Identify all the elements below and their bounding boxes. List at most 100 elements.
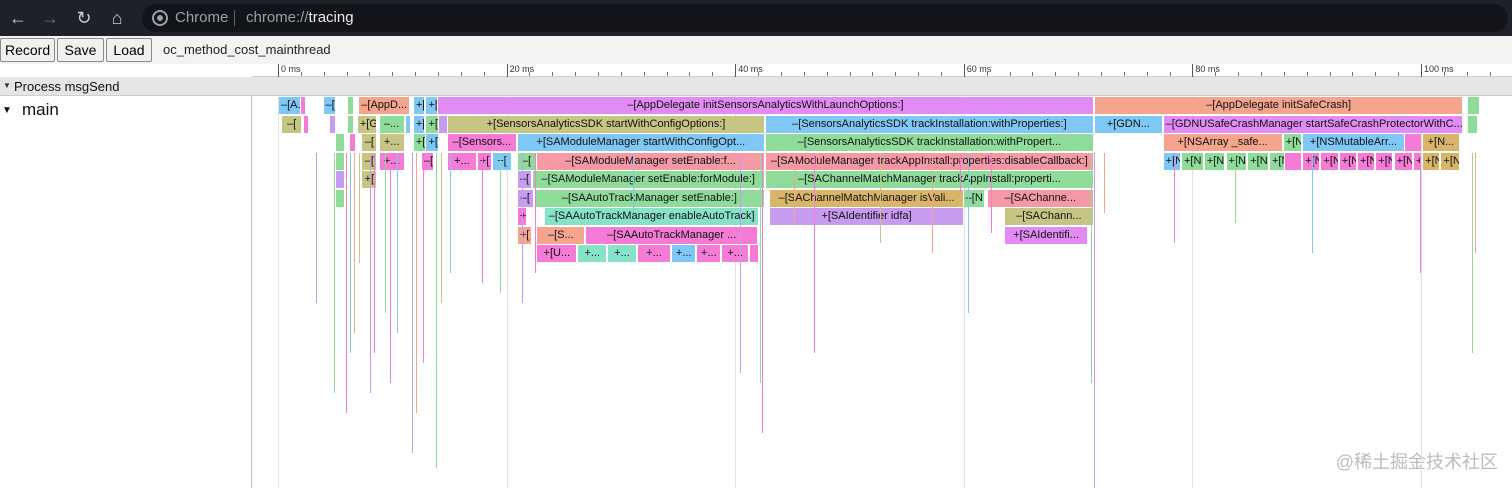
trace-slice[interactable]: –[A... <box>279 97 300 114</box>
trace-slice[interactable]: +[NSMutableArr... <box>1303 134 1404 151</box>
home-icon[interactable]: ⌂ <box>111 8 123 28</box>
trace-slice[interactable]: –[AppDelegate initSensorsAnalyticsWithLa… <box>437 97 1093 114</box>
trace-slice[interactable]: –[SAChannelMatchManager isVali... <box>770 189 963 207</box>
trace-slice[interactable]: –[ <box>282 115 301 133</box>
deep-stack-slice[interactable] <box>1173 152 1175 243</box>
trace-slice[interactable] <box>439 115 448 133</box>
deep-stack-slice[interactable] <box>880 152 882 243</box>
trace-slice[interactable]: –[S... <box>537 226 585 244</box>
trace-slice[interactable]: –[SAAutoTrackManager setEnable:] <box>535 189 764 207</box>
deep-stack-slice[interactable] <box>482 152 484 283</box>
trace-slice[interactable]: +[ <box>517 226 531 244</box>
expand-triangle-icon[interactable]: ▼ <box>2 105 12 116</box>
deep-stack-slice[interactable] <box>762 152 764 433</box>
trace-slice[interactable]: –[ <box>517 189 533 207</box>
trace-slice[interactable]: +[N... <box>1423 134 1459 151</box>
trace-slice[interactable]: +... <box>697 245 721 262</box>
deep-stack-slice[interactable] <box>522 152 524 303</box>
url-text[interactable]: chrome://tracing <box>246 9 354 26</box>
trace-slice[interactable]: +[N <box>1413 152 1421 170</box>
trace-slice[interactable] <box>336 189 345 207</box>
trace-slice[interactable] <box>1284 152 1301 170</box>
trace-slice[interactable]: +[N <box>1204 152 1225 170</box>
trace-slice[interactable] <box>336 152 345 170</box>
deep-stack-slice[interactable] <box>1093 152 1095 488</box>
address-bar[interactable]: Chrome chrome://tracing <box>142 4 1508 32</box>
flame-chart-track[interactable]: @稀土掘金技术社区 –[A...–[–[AppD...+[+[–[AppDele… <box>253 96 1512 488</box>
trace-slice[interactable]: +[ <box>426 134 438 151</box>
trace-slice[interactable]: +[NSArray _safe... <box>1163 134 1282 151</box>
deep-stack-slice[interactable] <box>450 152 452 273</box>
collapse-triangle-icon[interactable]: ▼ <box>3 81 11 90</box>
trace-slice[interactable] <box>304 115 309 133</box>
deep-stack-slice[interactable] <box>535 152 537 273</box>
deep-stack-slice[interactable] <box>333 152 335 393</box>
deep-stack-slice[interactable] <box>960 152 962 193</box>
trace-slice[interactable]: +[N <box>1163 152 1180 170</box>
deep-stack-slice[interactable] <box>1104 152 1106 213</box>
trace-slice[interactable]: –[SAChanne... <box>987 189 1093 207</box>
trace-slice[interactable]: –[SAAutoTrackManager ... <box>586 226 757 244</box>
trace-slice[interactable]: +[ <box>492 152 512 170</box>
trace-slice[interactable]: +[N <box>1248 152 1268 170</box>
deep-stack-slice[interactable] <box>385 152 387 313</box>
trace-slice[interactable]: +... <box>672 245 696 262</box>
trace-slice[interactable] <box>347 115 354 133</box>
deep-stack-slice[interactable] <box>499 152 501 293</box>
deep-stack-slice[interactable] <box>396 152 398 333</box>
back-arrow-icon[interactable]: ← <box>9 8 27 28</box>
trace-slice[interactable]: +... <box>608 245 636 262</box>
trace-slice[interactable]: –[AppDelegate initSafeCrash] <box>1095 97 1463 114</box>
deep-stack-slice[interactable] <box>633 152 635 213</box>
reload-icon[interactable]: ↻ <box>76 8 92 28</box>
trace-slice[interactable] <box>405 115 410 133</box>
deep-stack-slice[interactable] <box>349 152 351 353</box>
deep-stack-slice[interactable] <box>1090 152 1092 383</box>
trace-slice[interactable]: +[N <box>1321 152 1338 170</box>
deep-stack-slice[interactable] <box>813 152 815 353</box>
trace-slice[interactable]: –[ <box>323 97 336 114</box>
trace-slice[interactable]: +... <box>637 245 671 262</box>
trace-slice[interactable]: –[SensorsAnalyticsSDK trackInstallation:… <box>765 115 1093 133</box>
deep-stack-slice[interactable] <box>315 152 317 303</box>
deep-stack-slice[interactable] <box>373 152 375 353</box>
record-button[interactable]: Record <box>0 38 55 62</box>
trace-slice[interactable]: +[N <box>1357 152 1375 170</box>
trace-slice[interactable]: +[N <box>1339 152 1356 170</box>
trace-slice[interactable]: +[GDN... <box>1095 115 1162 133</box>
trace-slice[interactable]: +[N <box>1423 152 1440 170</box>
trace-slice[interactable]: +[SAIdentifi... <box>1004 226 1088 244</box>
trace-slice[interactable]: –[SAModuleManager trackAppInstall:proper… <box>765 152 1093 170</box>
trace-slice[interactable]: +[ <box>426 115 438 133</box>
trace-slice[interactable]: –... <box>379 115 404 133</box>
trace-slice[interactable]: +[ <box>413 97 425 114</box>
trace-slice[interactable]: +[ <box>362 171 377 188</box>
trace-slice[interactable]: +... <box>722 245 748 262</box>
deep-stack-slice[interactable] <box>739 152 741 373</box>
trace-slice[interactable] <box>347 97 354 114</box>
deep-stack-slice[interactable] <box>1419 152 1421 273</box>
trace-slice[interactable]: –[ <box>362 152 377 170</box>
deep-stack-slice[interactable] <box>991 152 993 233</box>
trace-slice[interactable]: –[ <box>362 134 377 151</box>
trace-slice[interactable]: –[SAChann... <box>1004 208 1093 225</box>
deep-stack-slice[interactable] <box>1234 152 1236 223</box>
deep-stack-slice[interactable] <box>1472 152 1474 353</box>
deep-stack-slice[interactable] <box>354 152 356 333</box>
load-button[interactable]: Load <box>106 38 152 62</box>
trace-slice[interactable]: +... <box>379 152 404 170</box>
trace-slice[interactable]: –[SAChannelMatchManager trackAppInstall:… <box>765 171 1093 188</box>
deep-stack-slice[interactable] <box>760 152 762 383</box>
trace-slice[interactable]: –[SAModuleManager setEnable:forModule:] <box>532 171 764 188</box>
deep-stack-slice[interactable] <box>435 152 437 468</box>
trace-slice[interactable]: –[SensorsAnalyticsSDK trackInstallation:… <box>765 134 1093 151</box>
trace-slice[interactable]: +[N <box>1181 152 1203 170</box>
trace-slice[interactable] <box>349 134 355 151</box>
trace-slice[interactable]: +[ <box>413 134 426 151</box>
trace-slice[interactable]: –[Sensors... <box>448 134 516 151</box>
deep-stack-slice[interactable] <box>968 152 970 313</box>
process-header[interactable]: ▼ Process msgSend <box>0 77 1512 96</box>
trace-slice[interactable] <box>1467 97 1480 114</box>
trace-slice[interactable] <box>336 171 345 188</box>
